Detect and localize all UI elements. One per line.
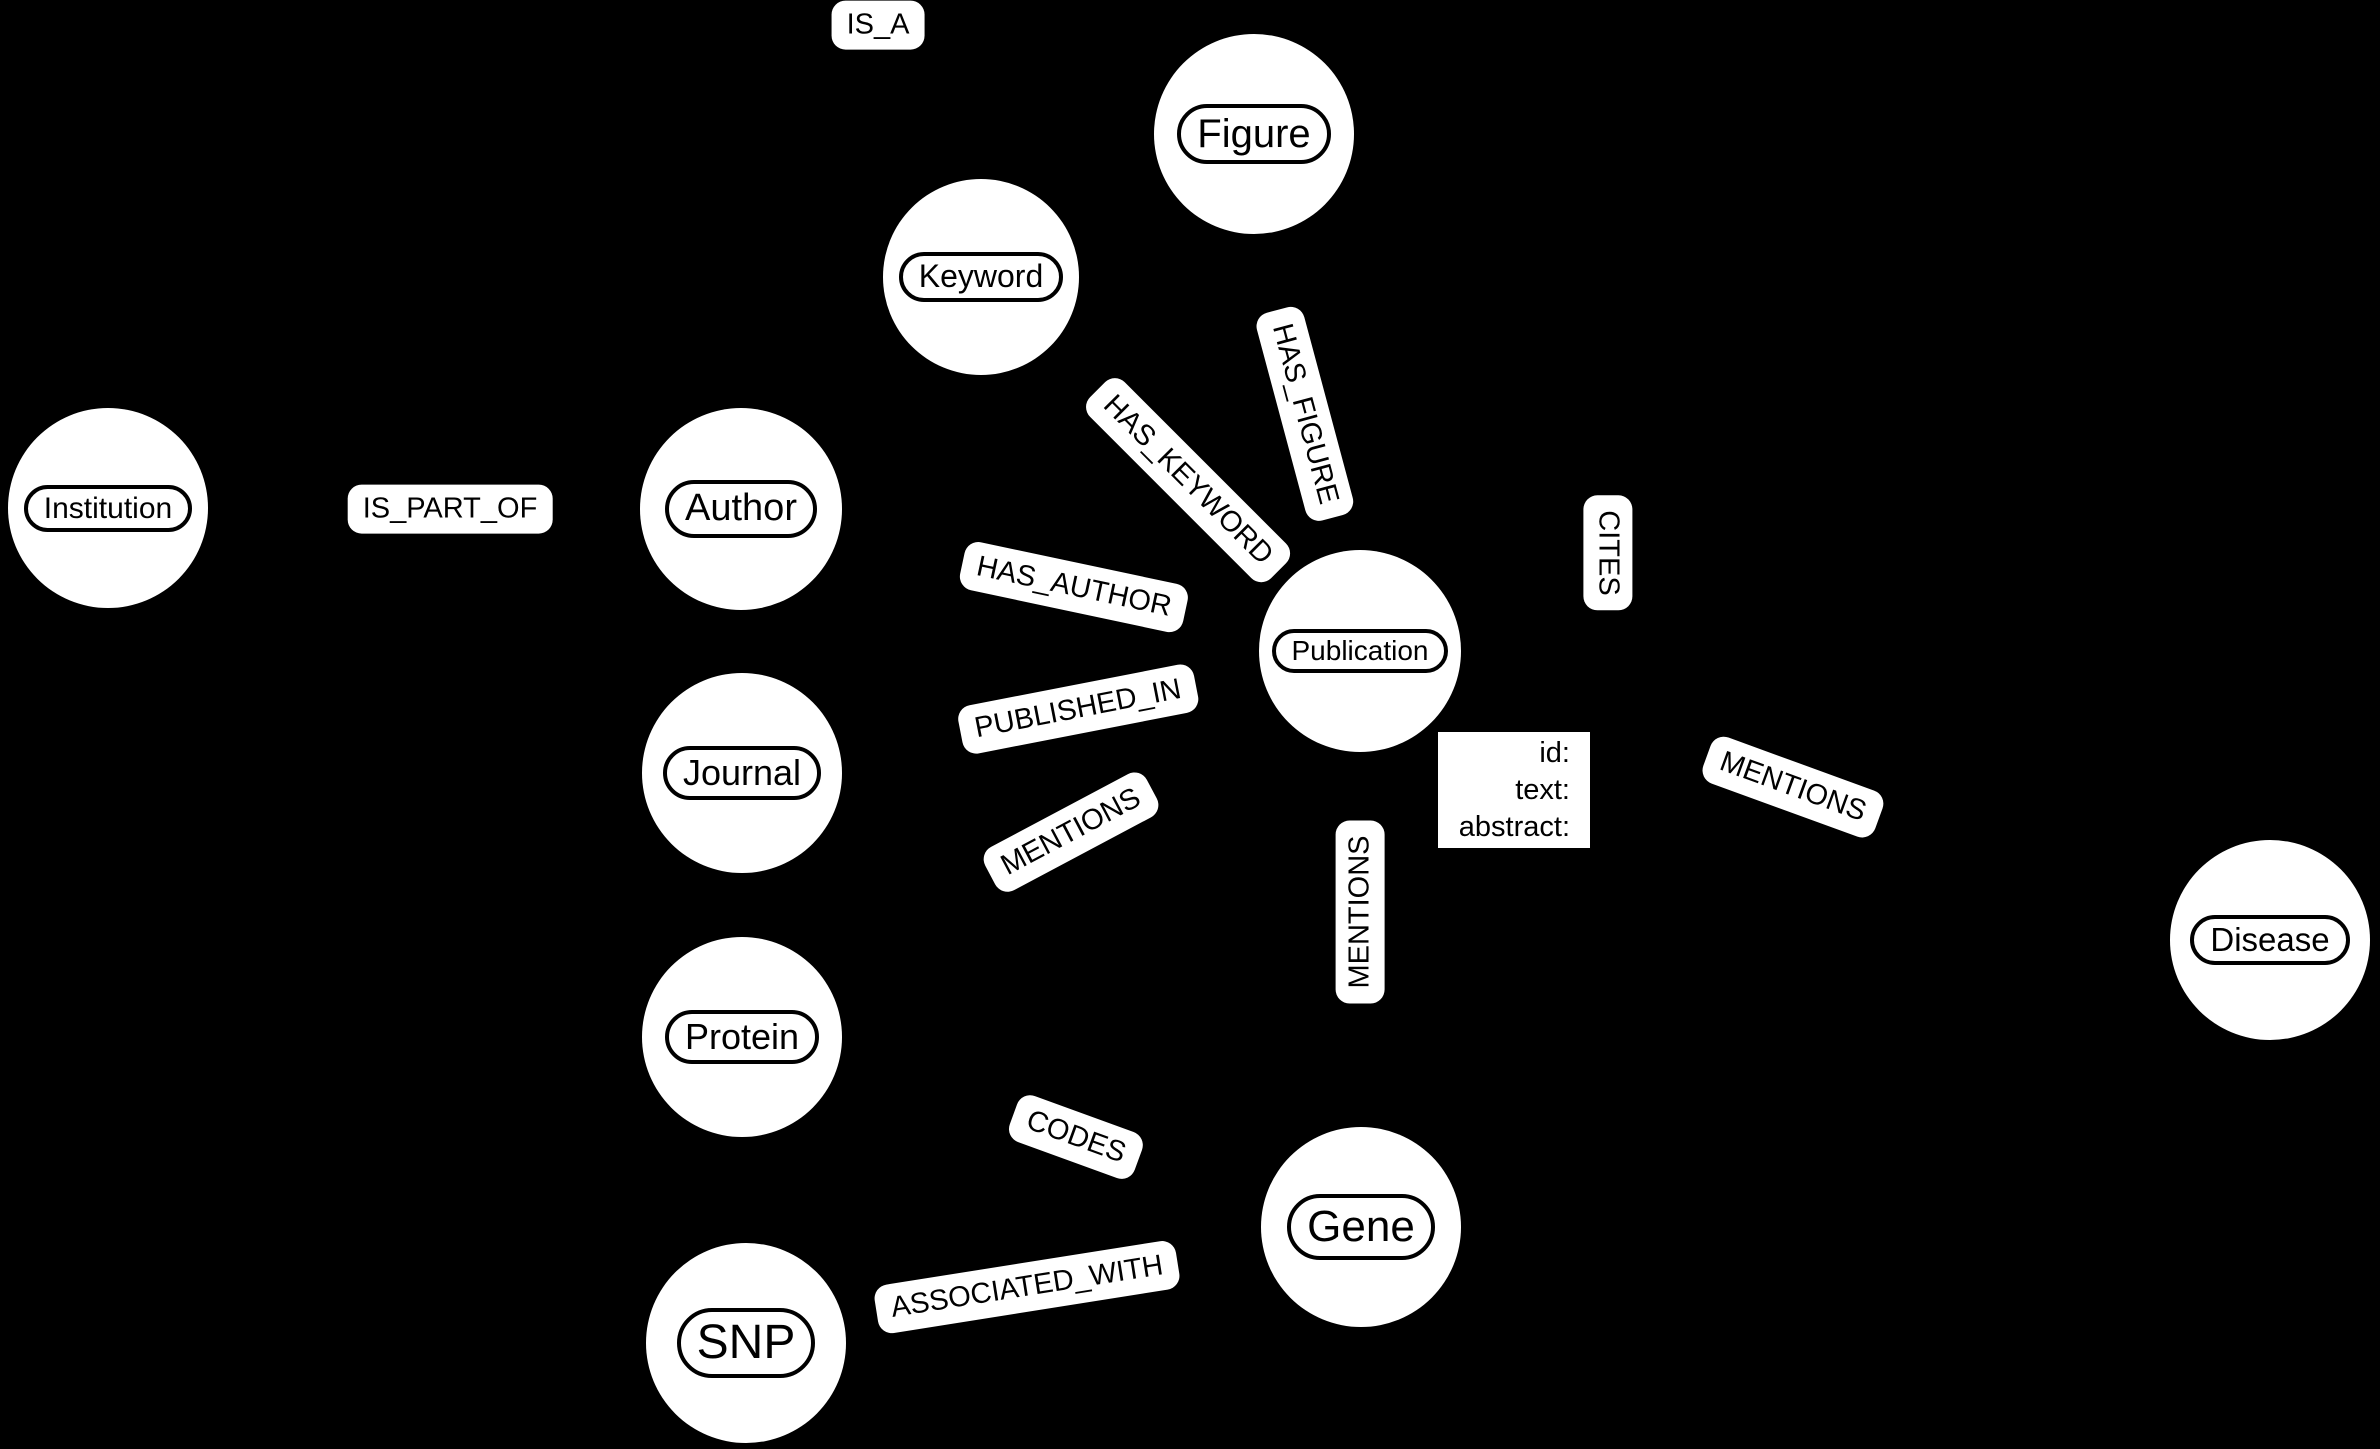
graph-node-gene[interactable]: Gene	[1261, 1127, 1461, 1327]
node-label-institution: Institution	[23, 484, 193, 532]
graph-node-journal[interactable]: Journal	[642, 673, 842, 873]
graph-node-institution[interactable]: Institution	[8, 408, 208, 608]
property-line: text:	[1515, 774, 1570, 806]
node-label-keyword: Keyword	[898, 252, 1064, 302]
node-label-author: Author	[665, 480, 817, 538]
property-line: id:	[1539, 737, 1570, 769]
graph-node-author[interactable]: Author	[640, 408, 842, 610]
edge-label-published-in[interactable]: PUBLISHED_IN	[955, 662, 1201, 756]
edge-label-has-author[interactable]: HAS_AUTHOR	[957, 539, 1191, 635]
edge-label-mentions-gene[interactable]: MENTIONS	[1335, 820, 1385, 1004]
edge-label-is-a[interactable]: IS_A	[831, 0, 925, 50]
graph-node-protein[interactable]: Protein	[642, 937, 842, 1137]
graph-node-keyword[interactable]: Keyword	[883, 179, 1079, 375]
node-label-publication: Publication	[1271, 628, 1449, 674]
graph-node-disease[interactable]: Disease	[2170, 840, 2370, 1040]
node-properties-box: id: text: abstract:	[1438, 732, 1590, 848]
edge-label-associated-with[interactable]: ASSOCIATED_WITH	[872, 1239, 1182, 1335]
edge-label-cites[interactable]: CITES	[1583, 495, 1633, 611]
edge-label-has-figure[interactable]: HAS_FIGURE	[1253, 303, 1357, 525]
node-label-figure: Figure	[1177, 104, 1331, 164]
edge-label-mentions-disease[interactable]: MENTIONS	[1698, 732, 1888, 842]
node-label-journal: Journal	[662, 745, 822, 801]
graph-node-figure[interactable]: Figure	[1154, 34, 1354, 234]
node-label-disease: Disease	[2190, 914, 2350, 966]
edge-label-is-part-of[interactable]: IS_PART_OF	[347, 484, 553, 534]
edge-label-has-keyword[interactable]: HAS_KEYWORD	[1080, 372, 1296, 588]
node-label-protein: Protein	[664, 1009, 820, 1065]
graph-node-publication[interactable]: Publication	[1259, 550, 1461, 752]
node-label-gene: Gene	[1287, 1194, 1435, 1260]
edge-label-codes[interactable]: CODES	[1005, 1091, 1147, 1183]
node-label-snp: SNP	[676, 1307, 816, 1379]
property-line: abstract:	[1458, 811, 1570, 843]
edge-label-mentions-journal[interactable]: MENTIONS	[978, 767, 1164, 897]
graph-node-snp[interactable]: SNP	[646, 1243, 846, 1443]
